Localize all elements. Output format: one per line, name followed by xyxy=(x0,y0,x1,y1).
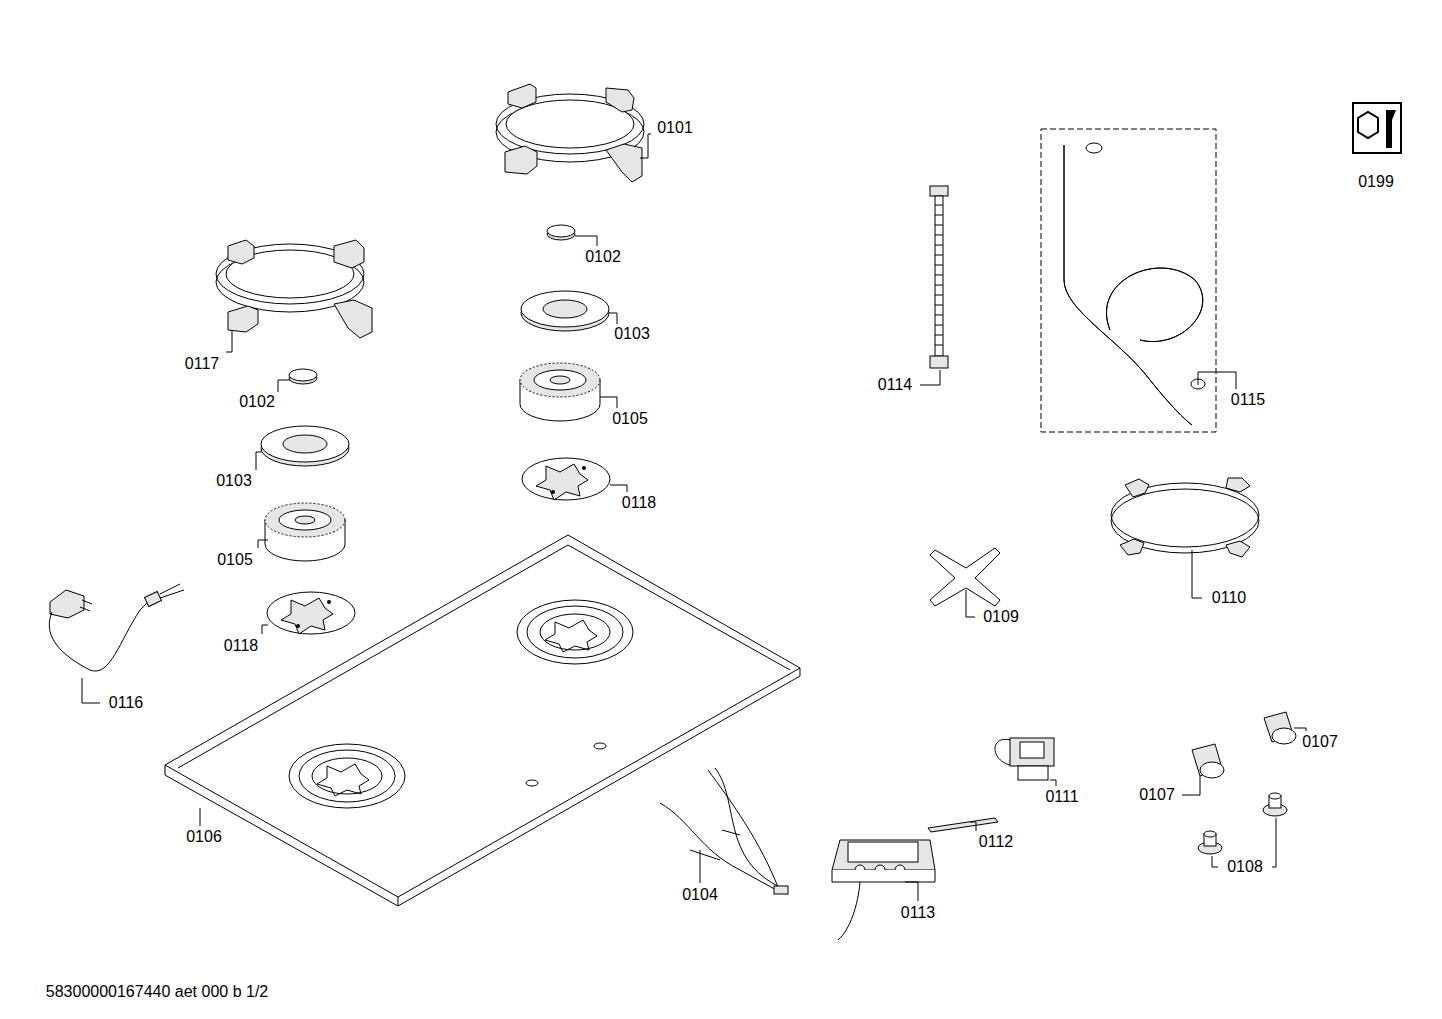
burner-body xyxy=(265,503,345,561)
callout-number: 0105 xyxy=(217,552,253,568)
callout-number: 0111 xyxy=(1045,789,1078,805)
callout-number: 0102 xyxy=(239,394,275,410)
callout-number: 0104 xyxy=(682,887,718,903)
burner-plate xyxy=(267,592,355,634)
callout-number: 0106 xyxy=(186,829,222,845)
callout-number: 0110 xyxy=(1212,590,1246,606)
burner-body xyxy=(520,363,600,421)
callout-number: 0103 xyxy=(216,473,252,489)
control-knob xyxy=(1192,712,1296,778)
power-cord xyxy=(49,584,184,671)
callout-number: 0116 xyxy=(109,695,143,711)
callout-number: 0113 xyxy=(901,905,935,921)
callout-number: 0112 xyxy=(979,834,1013,850)
pan-support xyxy=(1111,478,1259,557)
wire-harness xyxy=(660,768,788,894)
callout-number: 0117 xyxy=(185,356,219,372)
callout-number: 0118 xyxy=(622,495,656,511)
drawing-code: 58300000167440 aet 000 b 1/2 xyxy=(46,984,268,1000)
callout-number: 0107 xyxy=(1139,787,1175,803)
ignition-unit xyxy=(995,738,1054,780)
callout-number: 0199 xyxy=(1358,174,1394,190)
burner-plate xyxy=(522,458,610,500)
callout-number: 0105 xyxy=(612,411,648,427)
ribbon-cable xyxy=(928,818,998,832)
callout-number: 0108 xyxy=(1227,859,1263,875)
knob-sleeve xyxy=(1198,793,1287,854)
callout-number: 0115 xyxy=(1231,392,1265,408)
gas-hose xyxy=(1041,129,1216,432)
cooktop-plate xyxy=(165,535,800,906)
simmer-plate xyxy=(930,548,1000,606)
callout-number: 0103 xyxy=(614,326,650,342)
control-module xyxy=(832,840,935,940)
service-icon xyxy=(1353,103,1401,153)
callout-number: 0102 xyxy=(585,249,621,265)
pan-support xyxy=(216,240,372,338)
leader-lines xyxy=(82,134,1306,901)
callout-number: 0107 xyxy=(1302,734,1338,750)
callout-number: 0101 xyxy=(657,120,693,136)
callout-number: 0109 xyxy=(983,609,1019,625)
callout-number: 0118 xyxy=(224,638,258,654)
callout-number: 0114 xyxy=(878,377,912,393)
gas-pipe xyxy=(930,186,948,368)
pan-support xyxy=(496,84,644,182)
